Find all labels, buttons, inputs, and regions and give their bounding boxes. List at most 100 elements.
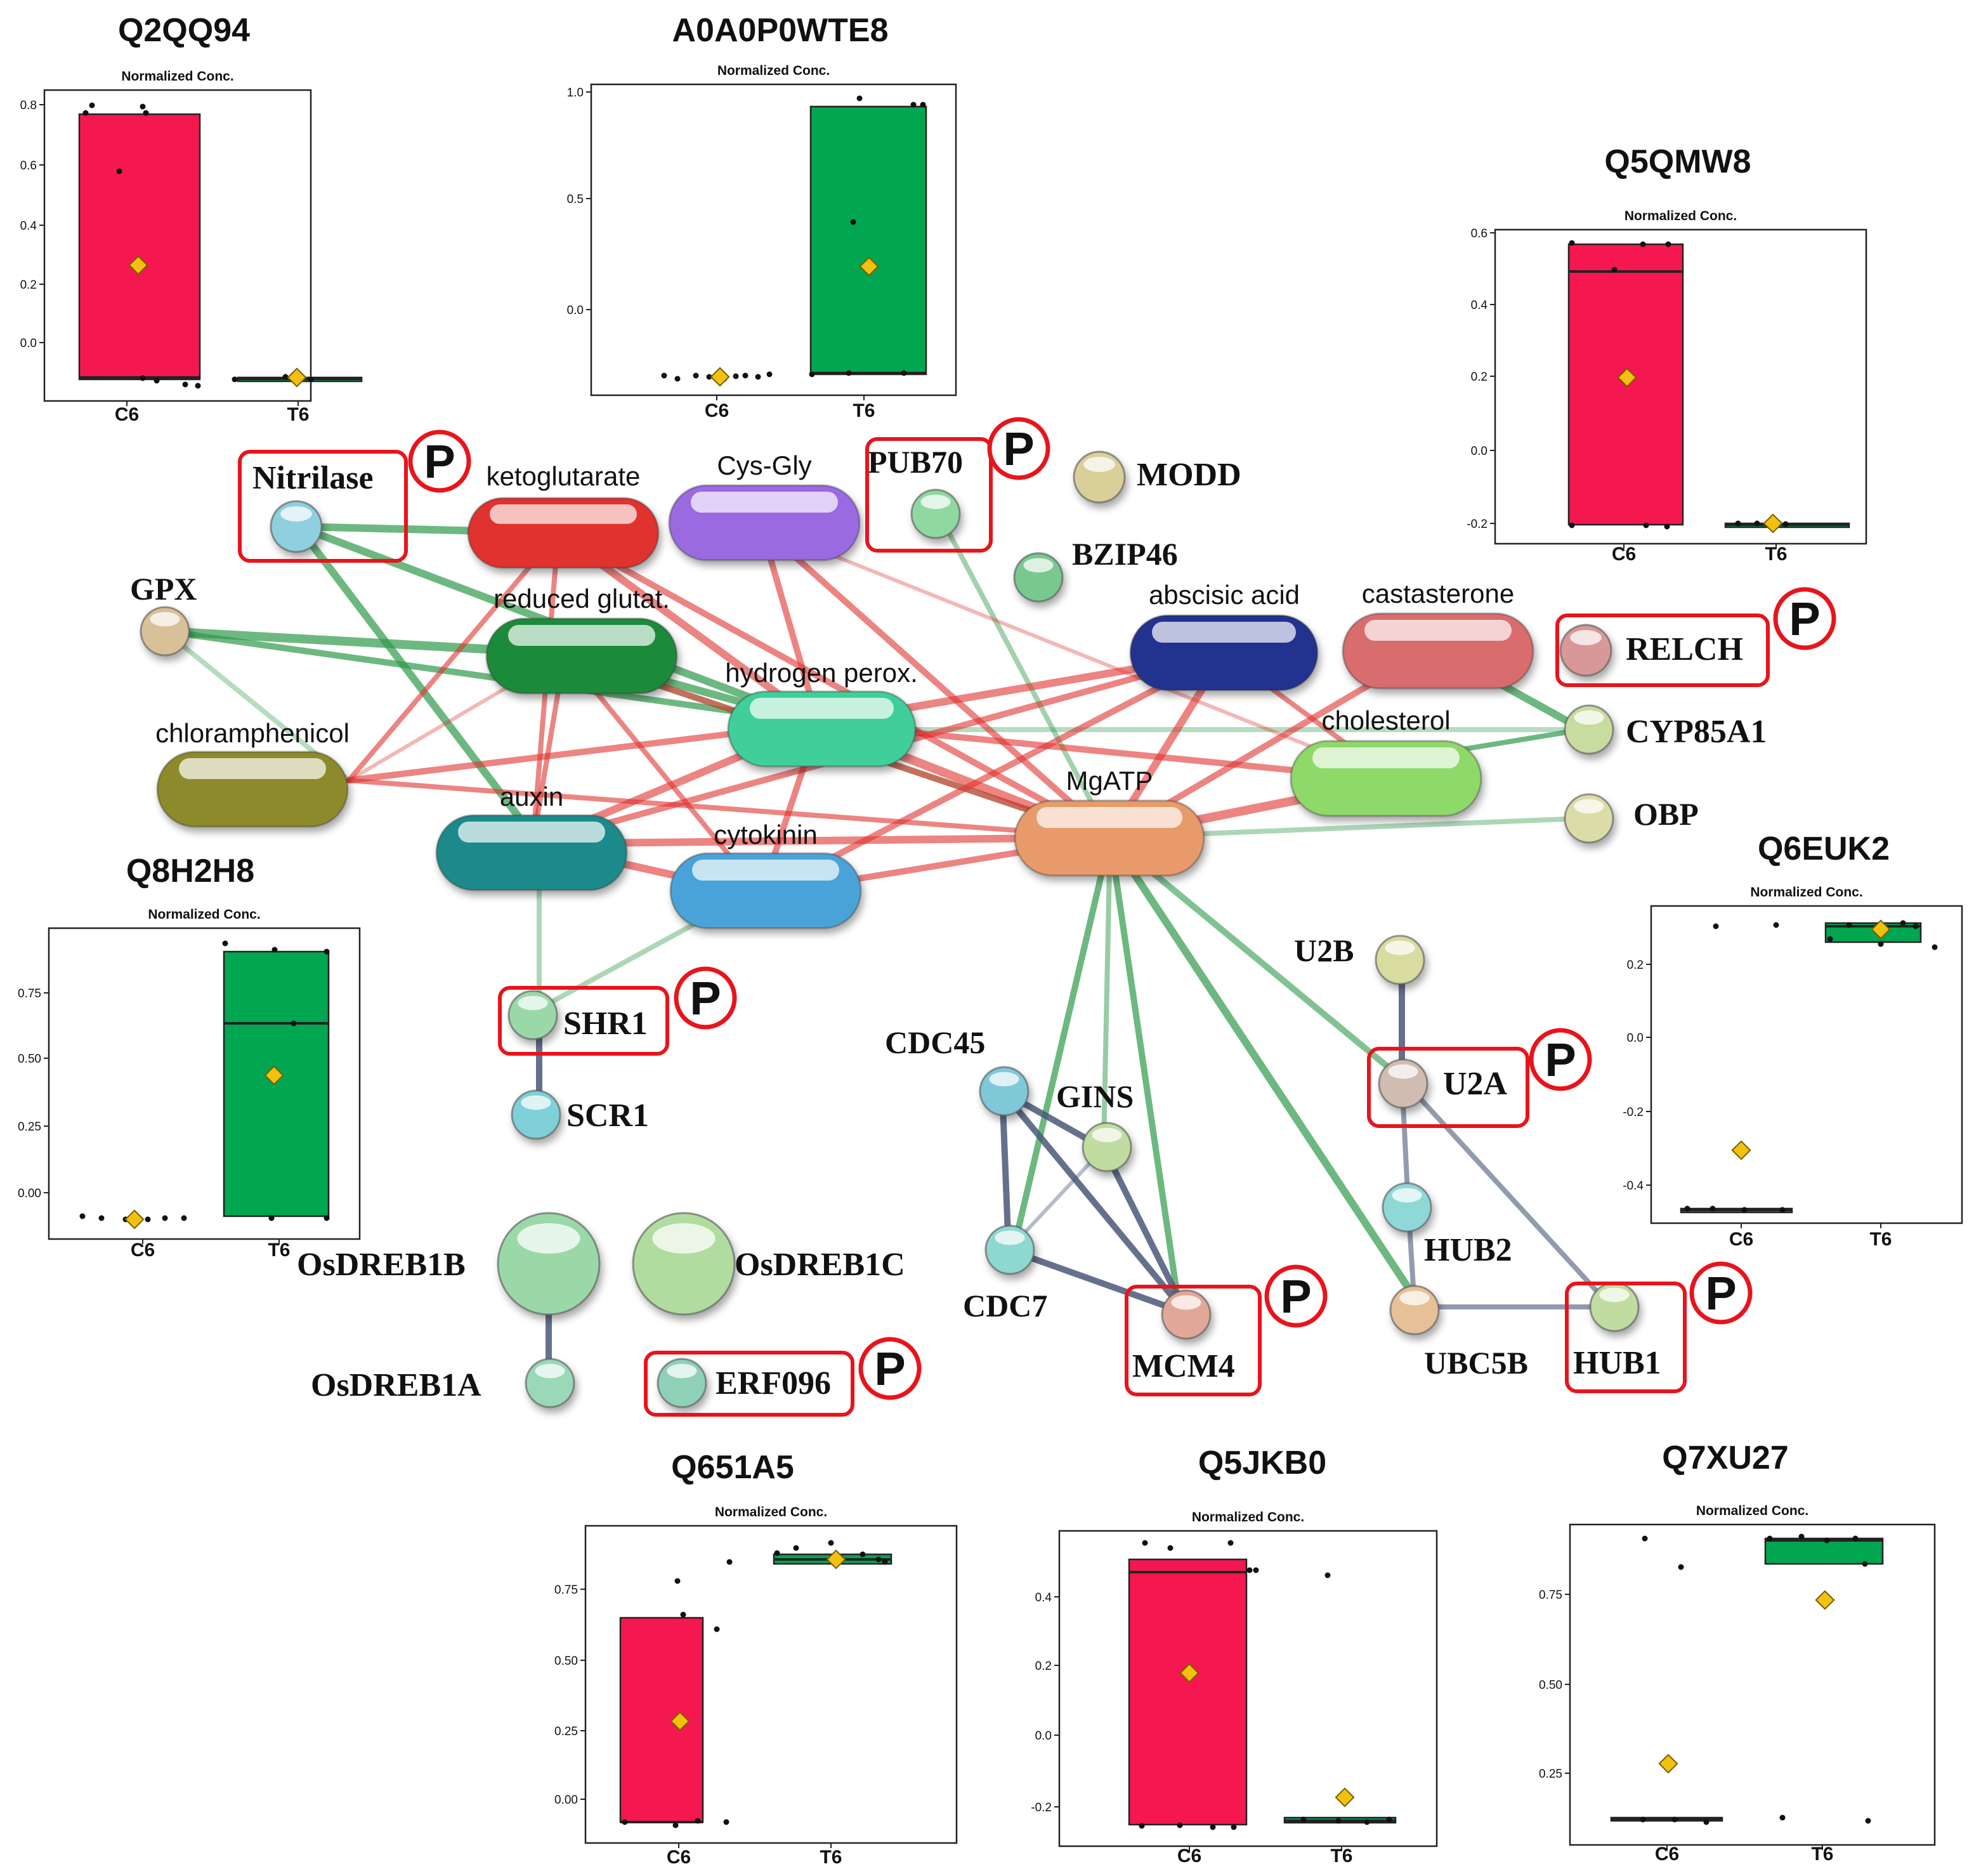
sample-point	[195, 383, 201, 389]
y-tick-label: 0.75	[18, 987, 41, 1000]
phospho-marker: P	[1529, 1028, 1592, 1091]
sample-point	[910, 102, 917, 108]
phospho-letter: P	[1705, 1267, 1736, 1320]
sample-point	[1782, 521, 1789, 527]
sample-point	[920, 102, 926, 108]
protein-osdreb1a: OsDREB1A	[311, 1358, 575, 1408]
plot-subtitle: Normalized Conc.	[1750, 885, 1862, 900]
y-tick-label: 0.0	[1627, 1032, 1644, 1045]
compound-label: auxin	[500, 782, 563, 811]
x-category-label: T6	[853, 400, 875, 421]
protein-label: OsDREB1A	[311, 1367, 481, 1403]
sample-point	[268, 1215, 275, 1221]
phospho-letter: P	[1280, 1270, 1311, 1323]
y-tick-label: 0.6	[1471, 227, 1487, 240]
sample-point	[1611, 266, 1618, 273]
protein-label: PUB70	[868, 444, 963, 480]
sample-point	[1741, 1207, 1748, 1213]
sample-point	[1779, 1814, 1786, 1821]
y-tick-label: -0.2	[1623, 1106, 1644, 1119]
protein-label: OsDREB1C	[735, 1247, 905, 1283]
plot-title: Q2QQ94	[118, 12, 250, 49]
protein-modd: MODD	[1073, 450, 1241, 504]
mean-marker-T6	[826, 1549, 846, 1570]
plot-subtitle: Normalized Conc.	[1625, 209, 1737, 223]
phospho-highlights	[238, 437, 1770, 1417]
protein-label: U2B	[1294, 933, 1354, 968]
x-category-label: T6	[1330, 1846, 1352, 1866]
sample-point	[1253, 1567, 1259, 1573]
sample-point	[661, 372, 667, 379]
protein-label: U2A	[1443, 1066, 1508, 1102]
protein-osdreb1c: OsDREB1C	[632, 1212, 905, 1316]
sample-point	[1773, 922, 1779, 928]
y-tick-label: -0.2	[1031, 1801, 1052, 1814]
x-category-label: C6	[1612, 544, 1636, 565]
sample-point	[1862, 1561, 1868, 1567]
protein-erf096: ERF096	[657, 1358, 831, 1408]
sample-point	[1642, 1535, 1648, 1542]
compound-h2o2: hydrogen perox.	[725, 658, 918, 768]
plot-frame	[1058, 1530, 1438, 1847]
mean-marker-C6	[670, 1711, 690, 1731]
sample-point	[143, 110, 149, 116]
protein-label: ERF096	[716, 1365, 831, 1401]
plot-frame	[1569, 1523, 1936, 1846]
plot-subtitle: Normalized Conc.	[1696, 1504, 1808, 1518]
box-C6	[619, 1617, 704, 1823]
phospho-marker: P	[1773, 587, 1836, 650]
phospho-marker: P	[674, 966, 737, 1030]
sample-point	[1300, 1816, 1307, 1823]
x-category-label: C6	[131, 1240, 155, 1261]
sample-point	[1227, 1540, 1234, 1546]
protein-label: CDC7	[963, 1288, 1047, 1323]
plot-title: Q8H2H8	[126, 853, 254, 889]
x-category-label: C6	[705, 400, 729, 421]
sample-point	[1713, 923, 1719, 929]
mean-marker-C6	[710, 367, 730, 387]
y-tick-label: 0.25	[554, 1725, 578, 1738]
protein-obp: OBP	[1564, 793, 1699, 844]
sample-point	[1912, 923, 1919, 929]
protein-label: UBC5B	[1424, 1345, 1528, 1381]
mean-marker-T6	[1815, 1590, 1835, 1610]
sample-point	[232, 376, 238, 383]
mean-marker-C6	[1179, 1663, 1200, 1683]
sample-point	[672, 1822, 679, 1828]
protein-hub1: HUB1	[1573, 1282, 1661, 1381]
sample-point	[706, 374, 712, 380]
sample-point	[1684, 1205, 1690, 1212]
compound-label: cholesterol	[1321, 705, 1450, 735]
sample-point	[140, 375, 146, 381]
mean-marker-T6	[264, 1065, 284, 1086]
protein-label: OBP	[1633, 796, 1699, 832]
compound-label: hydrogen perox.	[725, 658, 918, 688]
protein-pub70: PUB70	[868, 444, 963, 539]
sample-point	[222, 940, 228, 947]
y-tick-label: 0.25	[1539, 1768, 1562, 1781]
protein-label: SHR1	[563, 1006, 648, 1042]
protein-label: SCR1	[566, 1098, 649, 1134]
sample-point	[1640, 1816, 1646, 1823]
y-tick-label: -0.4	[1623, 1179, 1644, 1193]
sample-point	[79, 1213, 86, 1219]
phospho-letter: P	[690, 972, 721, 1025]
phospho-letter: P	[1545, 1033, 1576, 1086]
sample-point	[680, 1611, 686, 1618]
mean-marker-C6	[128, 255, 148, 275]
sample-point	[1767, 1535, 1773, 1542]
y-tick-label: 0.2	[1035, 1660, 1052, 1673]
sample-point	[1210, 1824, 1216, 1830]
sample-point	[1754, 520, 1760, 527]
y-tick-label: 0.0	[1471, 445, 1487, 458]
plot-title: Q7XU27	[1662, 1440, 1788, 1476]
protein-label: OsDREB1B	[297, 1247, 466, 1283]
compound-chloramphenicol: chloramphenicol	[155, 718, 350, 828]
sample-point	[162, 1215, 168, 1221]
protein-label: MODD	[1137, 457, 1241, 493]
